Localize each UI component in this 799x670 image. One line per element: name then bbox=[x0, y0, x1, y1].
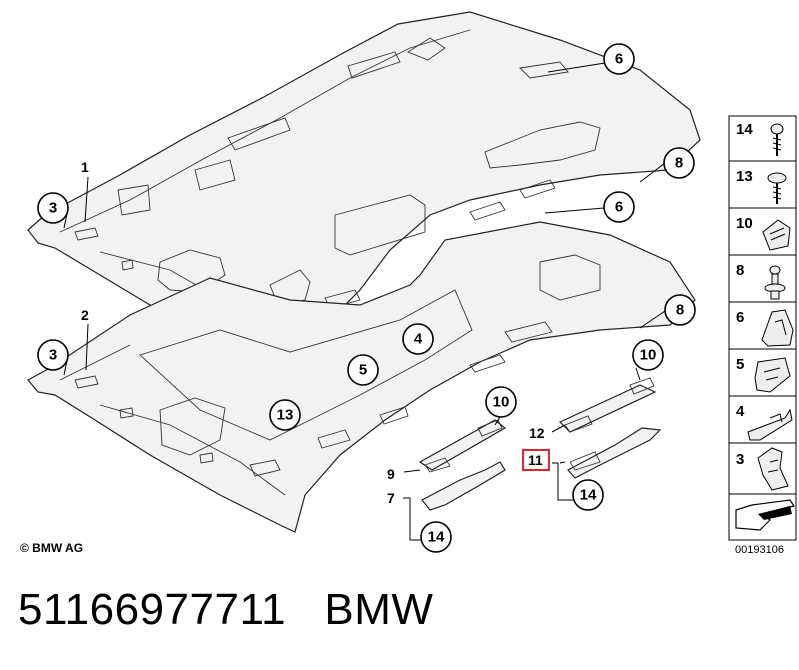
svg-text:6: 6 bbox=[615, 51, 623, 68]
grab-handle-rear bbox=[418, 419, 507, 511]
svg-text:10: 10 bbox=[493, 394, 510, 411]
callout-10-rear[interactable]: 10 bbox=[485, 386, 517, 418]
label-1[interactable]: 1 bbox=[81, 159, 89, 175]
label-9[interactable]: 9 bbox=[387, 466, 395, 482]
callout-8-lower[interactable]: 8 bbox=[664, 294, 696, 326]
legend-label-3: 3 bbox=[736, 451, 744, 468]
clip-nut-icon bbox=[762, 219, 791, 251]
svg-text:14: 14 bbox=[580, 487, 597, 504]
svg-text:3: 3 bbox=[49, 200, 57, 217]
svg-text:10: 10 bbox=[640, 347, 657, 364]
legend-label-6: 6 bbox=[736, 309, 744, 326]
callout-4[interactable]: 4 bbox=[402, 323, 434, 355]
spring-clip-icon bbox=[757, 447, 789, 491]
expanding-rivet-icon bbox=[764, 265, 786, 300]
label-12[interactable]: 12 bbox=[529, 425, 545, 441]
callout-14-rear[interactable]: 14 bbox=[420, 521, 452, 553]
grab-handle-front bbox=[558, 377, 662, 479]
svg-text:5: 5 bbox=[359, 362, 367, 379]
fastener-legend: 14 13 10 8 6 5 bbox=[728, 115, 797, 541]
callout-13[interactable]: 13 bbox=[269, 399, 301, 431]
leader-lines bbox=[63, 62, 666, 541]
legend-label-5: 5 bbox=[736, 356, 744, 373]
callout-6-lower[interactable]: 6 bbox=[603, 191, 635, 223]
label-2[interactable]: 2 bbox=[81, 307, 89, 323]
retainer-clip-icon bbox=[761, 309, 794, 347]
callout-3-lower[interactable]: 3 bbox=[37, 339, 69, 371]
callout-6-upper[interactable]: 6 bbox=[603, 43, 635, 75]
drawing-number: 00193106 bbox=[735, 544, 784, 556]
svg-text:3: 3 bbox=[49, 347, 57, 364]
svg-text:13: 13 bbox=[277, 407, 294, 424]
label-7[interactable]: 7 bbox=[387, 490, 395, 506]
svg-text:8: 8 bbox=[675, 155, 683, 172]
svg-text:8: 8 bbox=[676, 302, 684, 319]
legend-label-4: 4 bbox=[736, 403, 745, 420]
holder-plate-icon bbox=[747, 408, 793, 441]
screw-icon bbox=[770, 123, 784, 156]
bracket-clip-icon bbox=[754, 357, 791, 393]
callout-14-front[interactable]: 14 bbox=[572, 479, 604, 511]
svg-text:14: 14 bbox=[428, 529, 445, 546]
part-number: 51166977711 bbox=[18, 585, 287, 634]
copyright-notice: © BMW AG bbox=[20, 541, 84, 555]
svg-text:6: 6 bbox=[615, 199, 623, 216]
callout-10-front[interactable]: 10 bbox=[632, 339, 664, 371]
callout-5[interactable]: 5 bbox=[347, 354, 379, 386]
legend-label-14: 14 bbox=[736, 121, 753, 138]
legend-label-13: 13 bbox=[736, 168, 753, 185]
label-11-highlighted[interactable]: 11 bbox=[522, 449, 550, 471]
legend-label-10: 10 bbox=[736, 215, 753, 232]
legend-label-8: 8 bbox=[736, 262, 744, 279]
svg-text:4: 4 bbox=[414, 331, 423, 348]
callout-3-upper[interactable]: 3 bbox=[37, 192, 69, 224]
part-caption: 51166977711 BMW bbox=[18, 585, 433, 635]
svg-text:11: 11 bbox=[528, 452, 543, 468]
screw-washer-icon bbox=[767, 172, 787, 204]
reference-arrow-icon bbox=[735, 499, 795, 531]
brand-name: BMW bbox=[324, 585, 434, 634]
callout-8-upper[interactable]: 8 bbox=[663, 147, 695, 179]
